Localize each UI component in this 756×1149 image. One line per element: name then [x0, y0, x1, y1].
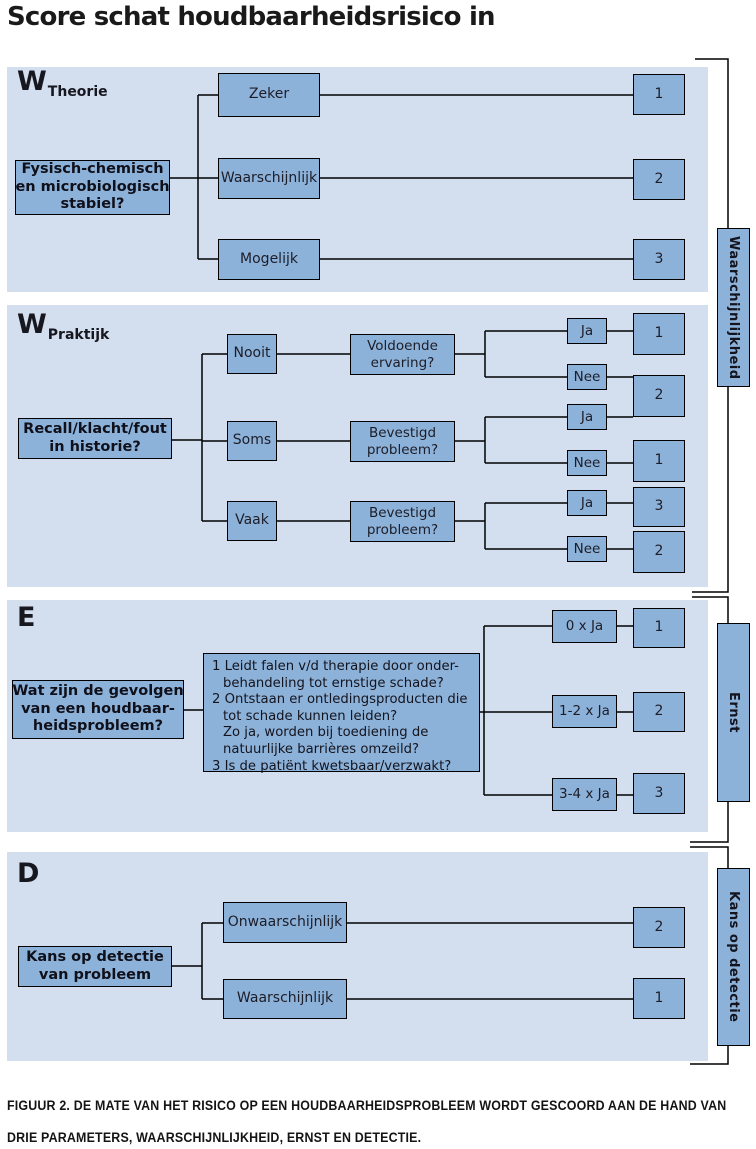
score-box: 1 [633, 74, 685, 115]
answer-box-ja: Ja [567, 404, 607, 430]
option-box-soms: Soms [227, 421, 277, 461]
answer-box-nee: Nee [567, 536, 607, 562]
answer-box-ja: Ja [567, 318, 607, 344]
score-box: 2 [633, 531, 685, 573]
question-box-theorie: Fysisch-chemisch en microbiologisch stab… [15, 160, 170, 215]
answer-box-nee: Nee [567, 364, 607, 390]
page-title: Score schat houdbaarheidsrisico in [7, 2, 496, 32]
answer-box-ja: Ja [567, 490, 607, 516]
score-box: 2 [633, 692, 685, 732]
criteria-box: 1 Leidt falen v/d therapie door onder- b… [203, 653, 480, 774]
score-box: 2 [633, 375, 685, 417]
option-box-waarschijnlijk: Waarschijnlijk [218, 158, 320, 199]
score-box: 1 [633, 440, 685, 482]
panel-label-e: E [17, 602, 36, 633]
side-label-waarschijnlijkheid: Waarschijnlijkheid [717, 228, 750, 387]
answer-box-nee: Nee [567, 450, 607, 476]
panel-label-w-praktijk: WPraktijk [17, 309, 110, 343]
side-label-kans-op-detectie: Kans op detectie [717, 868, 750, 1046]
option-box-1-2xja: 1-2 x Ja [552, 695, 617, 728]
score-box: 2 [633, 159, 685, 200]
option-box-zeker: Zeker [218, 73, 320, 117]
followup-question-box: Bevestigd probleem? [350, 421, 455, 462]
question-box-detectie: Kans op detectie van probleem [18, 946, 172, 987]
followup-question-box: Bevestigd probleem? [350, 501, 455, 542]
figure-caption-line: FIGUUR 2. DE MATE VAN HET RISICO OP EEN … [7, 1098, 727, 1113]
side-label-ernst: Ernst [717, 623, 750, 802]
score-box: 2 [633, 907, 685, 948]
score-box: 1 [633, 608, 685, 648]
option-box-nooit: Nooit [227, 334, 277, 374]
panel-label-w-theorie: WTheorie [17, 66, 108, 100]
followup-question-box: Voldoende ervaring? [350, 334, 455, 375]
score-box: 3 [633, 773, 685, 814]
score-box: 1 [633, 978, 685, 1019]
score-box: 3 [633, 239, 685, 280]
option-box-waarschijnlijk: Waarschijnlijk [223, 979, 347, 1019]
panel-label-d: D [17, 858, 40, 889]
question-box-praktijk: Recall/klacht/fout in historie? [18, 418, 172, 459]
option-box-mogelijk: Mogelijk [218, 239, 320, 280]
score-box: 3 [633, 487, 685, 527]
option-box-onwaarschijnlijk: Onwaarschijnlijk [223, 902, 347, 943]
figure-caption-line: DRIE PARAMETERS, WAARSCHIJNLIJKHEID, ERN… [7, 1130, 422, 1145]
figure-caption: FIGUUR 2. DE MATE VAN HET RISICO OP EEN … [7, 1090, 752, 1149]
option-box-0xja: 0 x Ja [552, 610, 617, 643]
score-box: 1 [633, 313, 685, 355]
question-box-ernst: Wat zijn de gevolgen van een houdbaar- h… [12, 680, 184, 739]
option-box-vaak: Vaak [227, 501, 277, 541]
option-box-3-4xja: 3-4 x Ja [552, 778, 617, 811]
